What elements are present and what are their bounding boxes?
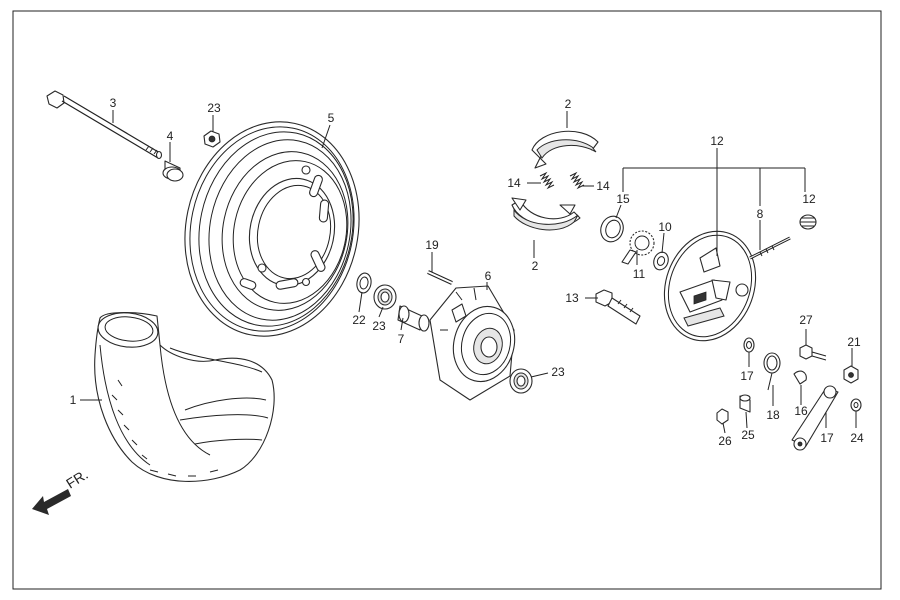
part-collar-25 [739, 394, 751, 413]
part-washer-17 [743, 337, 755, 353]
part-cap [799, 214, 817, 230]
part-collar [162, 160, 184, 182]
front-label: FR. [63, 466, 91, 492]
part-washer-10 [653, 251, 669, 271]
label-part-12-top: 12 [710, 134, 724, 148]
label-part-11: 11 [633, 267, 646, 281]
label-part-5: 5 [328, 111, 335, 125]
label-part-25: 25 [741, 428, 755, 442]
label-part-23-left: 23 [372, 319, 386, 333]
part-brake-cam [749, 236, 791, 260]
label-part-23-right: 23 [551, 365, 565, 379]
label-part-14-right: 14 [596, 179, 610, 193]
label-part-19: 19 [425, 238, 439, 252]
label-part-27: 27 [799, 313, 813, 327]
label-part-10: 10 [658, 220, 672, 234]
label-part-8: 8 [757, 207, 764, 221]
part-indicator-gear [621, 230, 655, 265]
label-part-17-bottom: 17 [820, 431, 834, 445]
part-bolt-13 [595, 289, 641, 325]
part-bolt-26 [716, 408, 729, 425]
part-bolt-27 [799, 344, 827, 361]
part-nut-top [203, 130, 221, 148]
label-part-18: 18 [766, 408, 780, 422]
label-part-7: 7 [398, 332, 405, 346]
label-part-22: 22 [352, 313, 366, 327]
callout-labels: 3 4 23 5 2 14 14 2 12 15 12 8 10 11 13 1… [70, 96, 864, 448]
label-part-26: 26 [718, 434, 732, 448]
part-spring-right [569, 171, 585, 190]
diagram-border [12, 10, 882, 590]
label-part-1: 1 [70, 393, 77, 407]
part-brake-shoe-bottom [511, 197, 581, 231]
label-part-3: 3 [110, 96, 117, 110]
part-stud [427, 270, 453, 285]
part-brake-shoe-top [531, 130, 599, 169]
label-part-16: 16 [794, 404, 808, 418]
part-brake-panel [663, 230, 757, 342]
label-part-23-top: 23 [207, 101, 221, 115]
arrow-icon [32, 489, 71, 515]
part-axle-bolt [46, 90, 163, 160]
label-part-17-top: 17 [740, 369, 754, 383]
label-part-2-bottom: 2 [532, 259, 539, 273]
label-part-13: 13 [565, 291, 579, 305]
part-bearing-right [509, 368, 533, 394]
part-nut-21 [843, 365, 859, 384]
part-return-spring [763, 352, 781, 391]
label-part-12-right: 12 [802, 192, 816, 206]
part-washer-24 [850, 398, 862, 412]
part-oil-seal [356, 272, 372, 294]
leader-lines [80, 110, 857, 434]
part-indicator-plate [793, 370, 807, 385]
label-part-6: 6 [485, 269, 492, 283]
label-part-4: 4 [167, 129, 174, 143]
label-part-14-left: 14 [507, 176, 521, 190]
front-direction-arrow: FR. [32, 466, 91, 515]
label-part-15: 15 [616, 192, 630, 206]
part-hub [429, 285, 516, 401]
part-spacer [397, 305, 430, 332]
part-dust-seal [600, 215, 624, 243]
part-tire [94, 311, 275, 482]
label-part-24: 24 [850, 431, 864, 445]
part-wheel-rim [184, 121, 360, 337]
label-part-21: 21 [847, 335, 861, 349]
part-spring-left [539, 171, 555, 190]
part-brake-arm [791, 385, 839, 451]
part-bearing-left [373, 284, 397, 310]
label-part-2-top: 2 [565, 97, 572, 111]
